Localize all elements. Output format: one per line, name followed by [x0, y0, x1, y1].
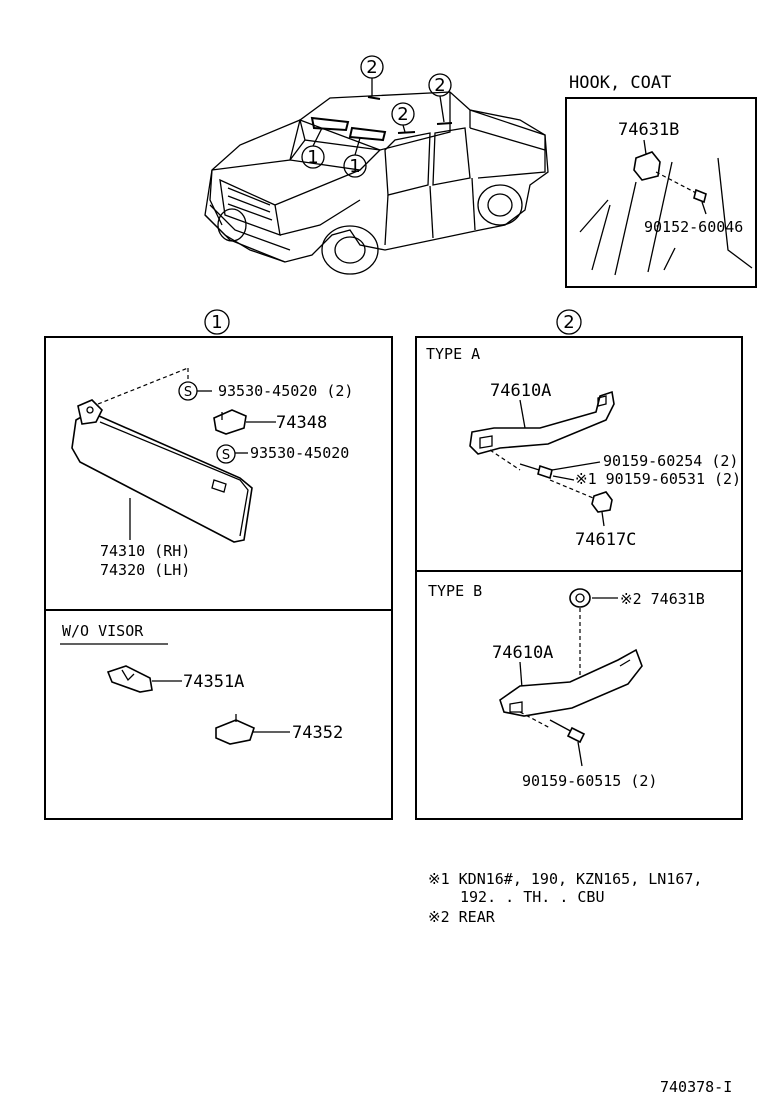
hook-screw-shape [693, 188, 707, 204]
vehicle-callout-1b: 1 [343, 137, 367, 178]
visor-rh-part: 74310 (RH) [100, 542, 190, 560]
type-b-screw-part: 90159-60515 (2) [522, 772, 657, 790]
type-a-screw [519, 463, 553, 480]
type-a-nut [591, 491, 613, 513]
type-a-screw1-part: 90159-60254 (2) [603, 452, 738, 470]
hook-coat-title: HOOK, COAT [569, 73, 671, 93]
hook-screw-part: 90152-60046 [644, 218, 743, 236]
diagram-id: 740378-I [660, 1078, 732, 1096]
vehicle-illustration [204, 91, 549, 275]
hook-bracket-shape [633, 151, 661, 181]
section1-header: 1 [204, 309, 230, 335]
svg-text:1: 1 [307, 147, 318, 168]
clip2: S 93530-45020 [216, 444, 349, 464]
svg-text:2: 2 [434, 75, 445, 96]
note2: ※2 REAR [428, 908, 496, 926]
clip1-part: 93530-45020 (2) [218, 382, 353, 400]
svg-text:74351A: 74351A [183, 672, 244, 692]
type-a-screw2-part: ※1 90159-60531 (2) [575, 470, 741, 488]
visor-holder: 74348 [213, 409, 327, 435]
vehicle-callout-2a: 2 [360, 55, 384, 96]
svg-text:S: S [184, 385, 192, 400]
holder-part: 74348 [276, 413, 327, 433]
section2-header: 2 [556, 309, 582, 335]
wo-visor-part-b: 74352 [215, 714, 343, 745]
wo-visor-part-a: 74351A [106, 665, 244, 693]
type-b-grip-part: 74610A [492, 643, 553, 663]
wo-visor-title: W/O VISOR [62, 622, 144, 640]
section2-box [415, 336, 743, 820]
type-a-title: TYPE A [426, 345, 480, 363]
svg-text:2: 2 [563, 312, 574, 333]
svg-text:S: S [222, 448, 230, 463]
svg-text:74352: 74352 [292, 723, 343, 743]
svg-text:2: 2 [397, 104, 408, 125]
type-b-grip [499, 648, 643, 717]
type-b-title: TYPE B [428, 582, 482, 600]
visor-lh-part: 74320 (LH) [100, 561, 190, 579]
note1-line2: 192. . TH. . CBU [460, 888, 605, 906]
vehicle-callout-2b: 2 [428, 73, 452, 123]
clip2-part: 93530-45020 [250, 444, 349, 462]
type-a-grip-part: 74610A [490, 381, 551, 401]
note1-line1: ※1 KDN16#, 190, KZN165, LN167, [428, 870, 702, 888]
sun-visor [71, 399, 253, 543]
hook-bracket-part: 74631B [618, 120, 679, 140]
type-b-hook [569, 588, 591, 608]
vehicle-callout-2c: 2 [391, 102, 415, 133]
type-a-nut-part: 74617C [575, 530, 636, 550]
svg-text:1: 1 [349, 156, 360, 177]
svg-text:2: 2 [366, 57, 377, 78]
type-b-hook-part: ※2 74631B [620, 590, 705, 608]
clip1: S 93530-45020 (2) [178, 381, 353, 401]
type-a-grip [469, 390, 615, 455]
hook-coat-box: HOOK, COAT 74631B 90152-60046 [565, 73, 757, 288]
type-b-screw [549, 719, 586, 744]
section1-box [44, 336, 393, 820]
svg-text:1: 1 [211, 312, 222, 333]
vehicle-callout-1a: 1 [301, 127, 325, 169]
